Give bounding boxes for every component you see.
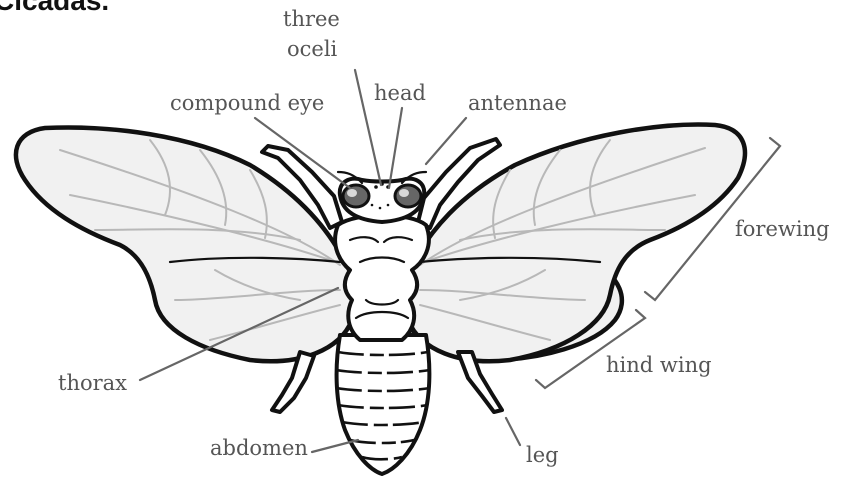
- page-heading-partial: Cicadas.: [0, 0, 109, 16]
- label-three-oceli-line2: oceli: [287, 37, 338, 61]
- label-antennae: antennae: [468, 91, 567, 115]
- leg-leader: [506, 418, 520, 445]
- label-compound-eye: compound eye: [170, 91, 324, 115]
- label-hind-wing: hind wing: [606, 353, 712, 377]
- label-thorax: thorax: [58, 371, 127, 395]
- label-three-oceli-line1: three: [283, 7, 340, 31]
- compound-eye-left: [343, 185, 369, 207]
- abdomen-body: [336, 335, 430, 474]
- label-abdomen: abdomen: [210, 436, 308, 460]
- ocellus: [374, 185, 378, 189]
- label-leg: leg: [526, 443, 559, 467]
- label-head: head: [374, 81, 426, 105]
- head-body: [338, 172, 426, 222]
- label-forewing: forewing: [735, 217, 830, 241]
- thorax-body: [335, 215, 429, 340]
- compound-eye-right: [395, 185, 421, 207]
- head-leader: [389, 108, 402, 188]
